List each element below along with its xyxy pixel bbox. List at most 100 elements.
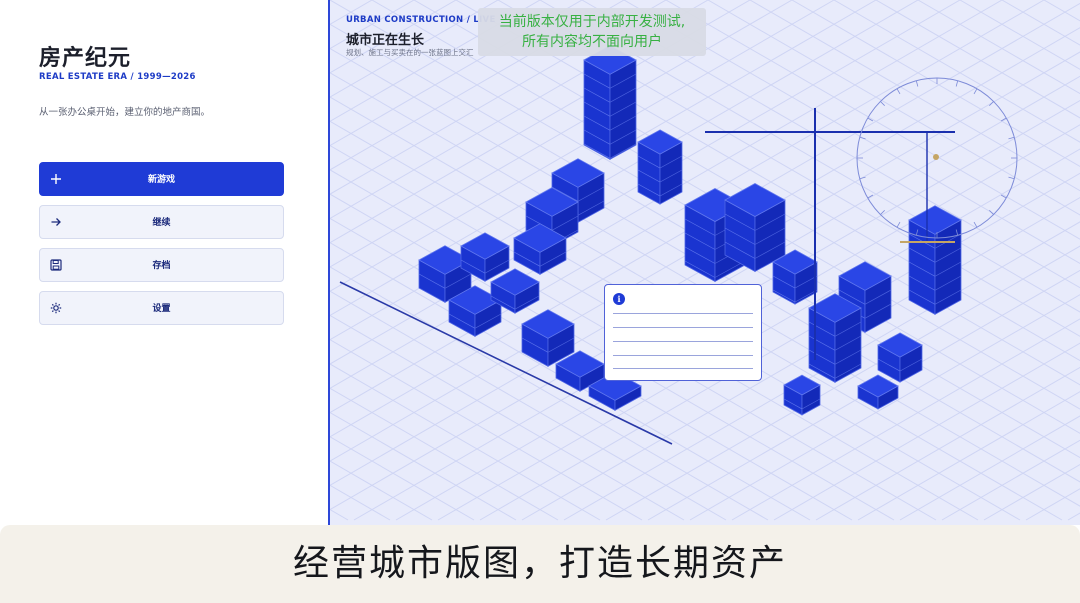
building-h-floor-line bbox=[444, 273, 472, 289]
grid-line bbox=[833, 0, 1080, 143]
tower-f-top-face bbox=[724, 183, 786, 217]
tower-a-floor-line bbox=[583, 129, 611, 145]
tower-e-floor-line bbox=[714, 260, 746, 278]
arrow-right-icon bbox=[48, 214, 64, 230]
tower-s-top-face bbox=[808, 293, 862, 323]
dial-tick bbox=[973, 221, 978, 228]
building-c-floor-line bbox=[577, 200, 605, 216]
building-r-floor-line bbox=[877, 358, 901, 372]
dev-build-banner: 当前版本仅用于内部开发测试, 所有内容均不面向用户 bbox=[478, 8, 706, 56]
grid-line bbox=[330, 0, 541, 122]
tower-p-floor-line bbox=[838, 289, 866, 305]
building-c-floor-line bbox=[551, 186, 579, 202]
grid-line bbox=[899, 415, 1080, 521]
dial-tick bbox=[915, 229, 919, 236]
grid-line bbox=[330, 0, 835, 292]
building-c-top-face bbox=[551, 158, 605, 188]
grid-line bbox=[330, 0, 373, 25]
tower-f-floor-line bbox=[724, 241, 756, 259]
grid-line bbox=[437, 148, 1080, 521]
dial-tick bbox=[955, 229, 959, 236]
building-t-floor-line bbox=[801, 398, 821, 410]
tower-f-floor-line bbox=[754, 213, 786, 231]
new-game-button[interactable]: 新游戏 bbox=[39, 162, 284, 196]
grid-line bbox=[330, 0, 625, 171]
new-game-label: 新游戏 bbox=[147, 175, 175, 185]
plus-icon bbox=[48, 171, 64, 187]
building-g-floor-line bbox=[794, 289, 818, 303]
building-i-floor-line bbox=[484, 259, 510, 274]
grid-line bbox=[330, 0, 499, 98]
tower-a-floor-line bbox=[583, 73, 611, 89]
isometric-city-illustration bbox=[330, 0, 1080, 521]
tower-s-floor-line bbox=[808, 363, 836, 379]
info-card-line bbox=[613, 327, 753, 328]
dial-tick bbox=[1008, 176, 1015, 180]
tower-a-floor-line bbox=[609, 115, 637, 131]
floppy-disk-icon bbox=[48, 257, 64, 273]
tower-s-floor-line bbox=[834, 335, 862, 351]
tower-q-floor-line bbox=[908, 247, 936, 263]
building-k-floor-line bbox=[490, 295, 516, 310]
grid-line bbox=[330, 120, 1021, 521]
grid-line bbox=[665, 0, 1080, 240]
save-label: 存档 bbox=[152, 261, 171, 271]
tower-a-right-face bbox=[609, 59, 637, 160]
building-i-floor-line bbox=[460, 259, 486, 274]
grid-line bbox=[330, 411, 517, 521]
game-title: 房产纪元 bbox=[39, 46, 132, 71]
game-subtitle: REAL ESTATE ERA / 1999—2026 bbox=[39, 72, 196, 82]
building-r-floor-line bbox=[899, 358, 923, 372]
tower-q-floor-line bbox=[934, 247, 962, 263]
main-menu-panel: 房产纪元 REAL ESTATE ERA / 1999—2026 从一张办公桌开… bbox=[0, 0, 328, 603]
road-line bbox=[339, 281, 673, 445]
building-g-floor-line bbox=[794, 275, 818, 289]
tower-a-floor-line bbox=[609, 101, 637, 117]
dial-tick bbox=[867, 194, 874, 199]
grid-line bbox=[330, 387, 559, 521]
building-h-floor-line bbox=[418, 273, 446, 289]
dial-tick bbox=[915, 80, 919, 87]
grid-line bbox=[330, 0, 793, 268]
building-c-floor-line bbox=[577, 186, 605, 202]
save-button[interactable]: 存档 bbox=[39, 248, 284, 282]
tower-b-floor-line bbox=[659, 169, 683, 183]
city-scene: URBAN CONSTRUCTION / LIVE 城市正在生长 规划、施工与买… bbox=[330, 0, 1080, 525]
tower-a-floor-line bbox=[609, 143, 637, 159]
grid-line bbox=[707, 0, 1080, 216]
continue-button[interactable]: 继续 bbox=[39, 205, 284, 239]
tower-b-floor-line bbox=[637, 183, 661, 197]
grid-line bbox=[330, 0, 583, 147]
settings-button[interactable]: 设置 bbox=[39, 291, 284, 325]
scene-description: 规划、施工与买卖在的一张蓝图上交汇 bbox=[346, 48, 474, 57]
grid-line bbox=[689, 294, 1080, 521]
tower-s-floor-line bbox=[834, 321, 862, 337]
tower-f-floor-line bbox=[724, 227, 756, 245]
tower-a-left-face bbox=[583, 59, 611, 160]
dev-banner-line-2: 所有内容均不面向用户 bbox=[522, 34, 662, 50]
building-l-floor-line bbox=[513, 251, 541, 267]
tower-s-floor-line bbox=[808, 335, 836, 351]
tower-q-floor-line bbox=[934, 289, 962, 305]
info-card[interactable]: i bbox=[604, 284, 762, 381]
grid-line bbox=[539, 0, 1080, 313]
grid-line bbox=[330, 217, 853, 521]
tower-b-floor-line bbox=[659, 183, 683, 197]
dial-tick bbox=[896, 221, 901, 228]
info-card-line bbox=[613, 341, 753, 342]
scene-eyebrow: URBAN CONSTRUCTION / LIVE bbox=[346, 15, 496, 25]
tower-a-floor-line bbox=[583, 101, 611, 117]
tower-f-floor-line bbox=[754, 241, 786, 259]
crane-dot bbox=[933, 154, 939, 160]
dial-tick bbox=[989, 101, 994, 106]
building-t-top-face bbox=[783, 374, 821, 396]
building-j-floor-line bbox=[448, 313, 476, 329]
tower-b-floor-line bbox=[659, 155, 683, 169]
tower-s-floor-line bbox=[808, 321, 836, 337]
tower-a-floor-line bbox=[609, 73, 637, 89]
tower-s-floor-line bbox=[834, 349, 862, 365]
building-n-top-face bbox=[555, 350, 605, 378]
building-m-floor-line bbox=[521, 337, 549, 353]
grid-line bbox=[857, 391, 1080, 521]
